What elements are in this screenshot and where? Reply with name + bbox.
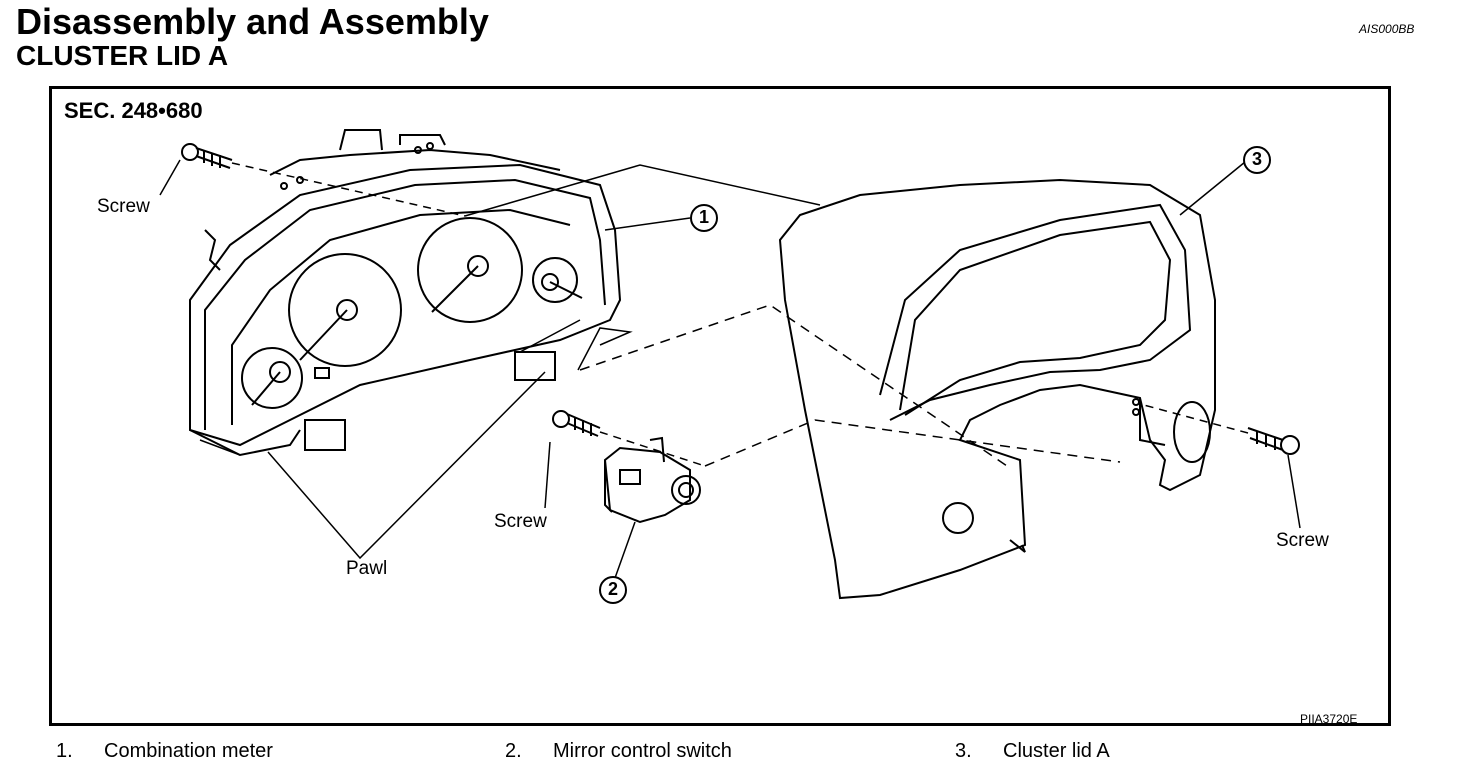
mirror-control-switch-drawing — [603, 436, 701, 524]
figure-frame — [49, 86, 1391, 726]
combination-meter-drawing — [189, 129, 622, 457]
label-screw-middle: Screw — [494, 511, 547, 532]
legend-text: Mirror control switch — [553, 740, 732, 762]
label-pawl: Pawl — [346, 558, 388, 579]
screw-top-left-drawing — [181, 143, 233, 169]
callout-2: 2 — [599, 576, 627, 604]
leader-lines — [159, 159, 1301, 579]
callout-1: 1 — [690, 204, 718, 232]
legend-number: 3. — [955, 740, 972, 762]
legend-item-2: 2. Mirror control switch — [505, 740, 732, 763]
cluster-lid-drawing — [778, 178, 1216, 600]
label-screw-top: Screw — [97, 196, 150, 217]
legend-text: Cluster lid A — [1003, 740, 1110, 762]
section-label: SEC. 248•680 — [64, 98, 203, 123]
legend-text: Combination meter — [104, 740, 273, 762]
screw-right-drawing — [1247, 427, 1300, 455]
document-id: AIS000BB — [1359, 22, 1415, 36]
label-screw-right: Screw — [1276, 530, 1329, 551]
page-title: Disassembly and Assembly — [16, 1, 489, 42]
page-subtitle: CLUSTER LID A — [16, 40, 229, 71]
legend-number: 1. — [56, 740, 73, 762]
legend-number: 2. — [505, 740, 522, 762]
legend-item-3: 3. Cluster lid A — [955, 740, 1110, 763]
callout-3: 3 — [1243, 146, 1271, 174]
figure-id: PIIA3720E — [1300, 712, 1358, 726]
screw-middle-drawing — [552, 410, 601, 437]
assembly-guide-lines — [464, 164, 1121, 469]
legend-item-1: 1. Combination meter — [56, 740, 273, 763]
